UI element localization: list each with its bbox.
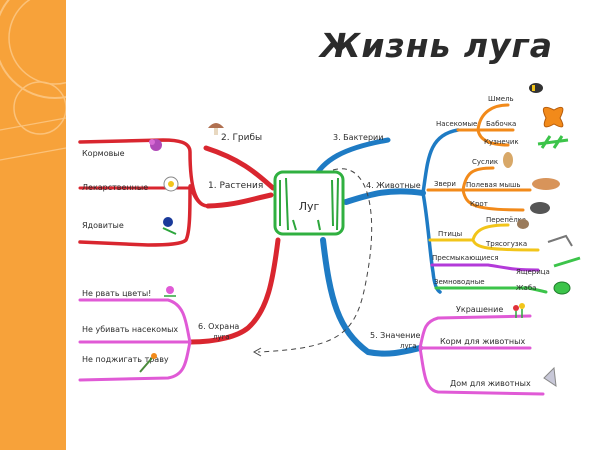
- clover-flower-icon: [149, 139, 162, 151]
- slide-title: Жизнь луга: [320, 26, 554, 65]
- animals-branch-label: 4. Животные: [366, 181, 421, 190]
- mushrooms-branch-label: 2. Грибы: [221, 133, 262, 143]
- plants-branch-label: 1. Растения: [208, 181, 263, 191]
- amphibians-line: [434, 286, 548, 294]
- burrow-icon: [543, 366, 557, 388]
- mole-icon: [530, 202, 550, 214]
- center-label: Луг: [299, 200, 320, 213]
- insect-grasshopper: Кузнечик: [484, 138, 519, 146]
- insect-butterfly: Бабочка: [486, 120, 516, 128]
- flower-prohibited-icon: [164, 286, 176, 297]
- significance-outline: [418, 314, 545, 396]
- animals-reptiles-label: Пресмыкающиеся: [432, 254, 499, 262]
- animals-trunk: [421, 128, 460, 294]
- animals-branch: [343, 188, 426, 205]
- plants-branch: [205, 192, 274, 209]
- significance-label-1: 5. Значение: [370, 331, 421, 340]
- plants-item-poisonous: Ядовитые: [82, 221, 124, 230]
- butterfly-icon: [542, 106, 564, 128]
- animals-insects-label: Насекомые: [436, 120, 477, 128]
- stripe-decoration: [0, 0, 66, 161]
- side-stripe: [0, 0, 66, 450]
- chamomile-icon: [163, 176, 179, 192]
- significance-decoration: Украшение: [456, 305, 503, 314]
- protection-branch: [187, 237, 281, 345]
- beast-field-mouse: Полевая мышь: [466, 181, 521, 189]
- lizard-icon: [553, 256, 581, 268]
- protection-label-2: луга: [213, 333, 230, 341]
- toad-icon: [553, 281, 571, 295]
- mind-map: Луг 1. Растения 2. Грибы 3. Бактерии 4. …: [78, 83, 581, 396]
- amphibian-toad: Жаба: [516, 284, 536, 292]
- flowers-icon: [513, 303, 525, 318]
- beast-mole: Крот: [470, 200, 488, 208]
- insects-line: [456, 103, 515, 147]
- bacteria-branch-label: 3. Бактерии: [333, 133, 383, 142]
- insect-bumblebee: Шмель: [488, 95, 514, 103]
- protection-no-burning-grass: Не поджигать траву: [82, 355, 169, 364]
- protection-no-killing-insects: Не убивать насекомых: [82, 325, 178, 334]
- bird-wagtail: Трясогузка: [485, 240, 527, 248]
- fire-prohibited-icon: [139, 353, 157, 373]
- quail-icon: [517, 219, 529, 229]
- poisonous-berry-icon: [162, 217, 177, 235]
- bumblebee-icon: [529, 83, 543, 93]
- bird-quail: Перепёлка: [486, 216, 526, 224]
- animals-beasts-label: Звери: [434, 180, 456, 188]
- protection-no-picking-flowers: Не рвать цветы!: [82, 289, 151, 298]
- significance-label-2: луга: [400, 342, 417, 350]
- significance-animal-food: Корм для животных: [440, 337, 525, 346]
- reptile-lizard: Ящерица: [516, 268, 550, 276]
- protection-outline: [78, 298, 192, 382]
- grasshopper-icon: [537, 135, 569, 149]
- significance-animal-home: Дом для животных: [450, 379, 531, 388]
- gopher-icon: [503, 152, 513, 168]
- beasts-line: [426, 166, 532, 212]
- field-mouse-icon: [532, 178, 560, 190]
- plants-item-forage: Кормовые: [82, 149, 125, 158]
- reptiles-line: [430, 263, 540, 272]
- animals-birds-label: Птицы: [438, 230, 462, 238]
- birds-line: [428, 223, 540, 252]
- animals-amphibians-label: Земноводные: [434, 278, 485, 286]
- center-node: Луг: [273, 170, 345, 236]
- mushroom-icon: [208, 123, 224, 135]
- dashed-cycle-arrow: [257, 168, 373, 353]
- plants-item-medicinal: Лекарственные: [82, 183, 148, 192]
- significance-branch: [320, 237, 423, 357]
- wagtail-icon: [547, 234, 573, 247]
- protection-label-1: 6. Охрана: [198, 322, 239, 331]
- mushrooms-branch: [203, 145, 276, 191]
- beast-gopher: Суслик: [472, 158, 498, 166]
